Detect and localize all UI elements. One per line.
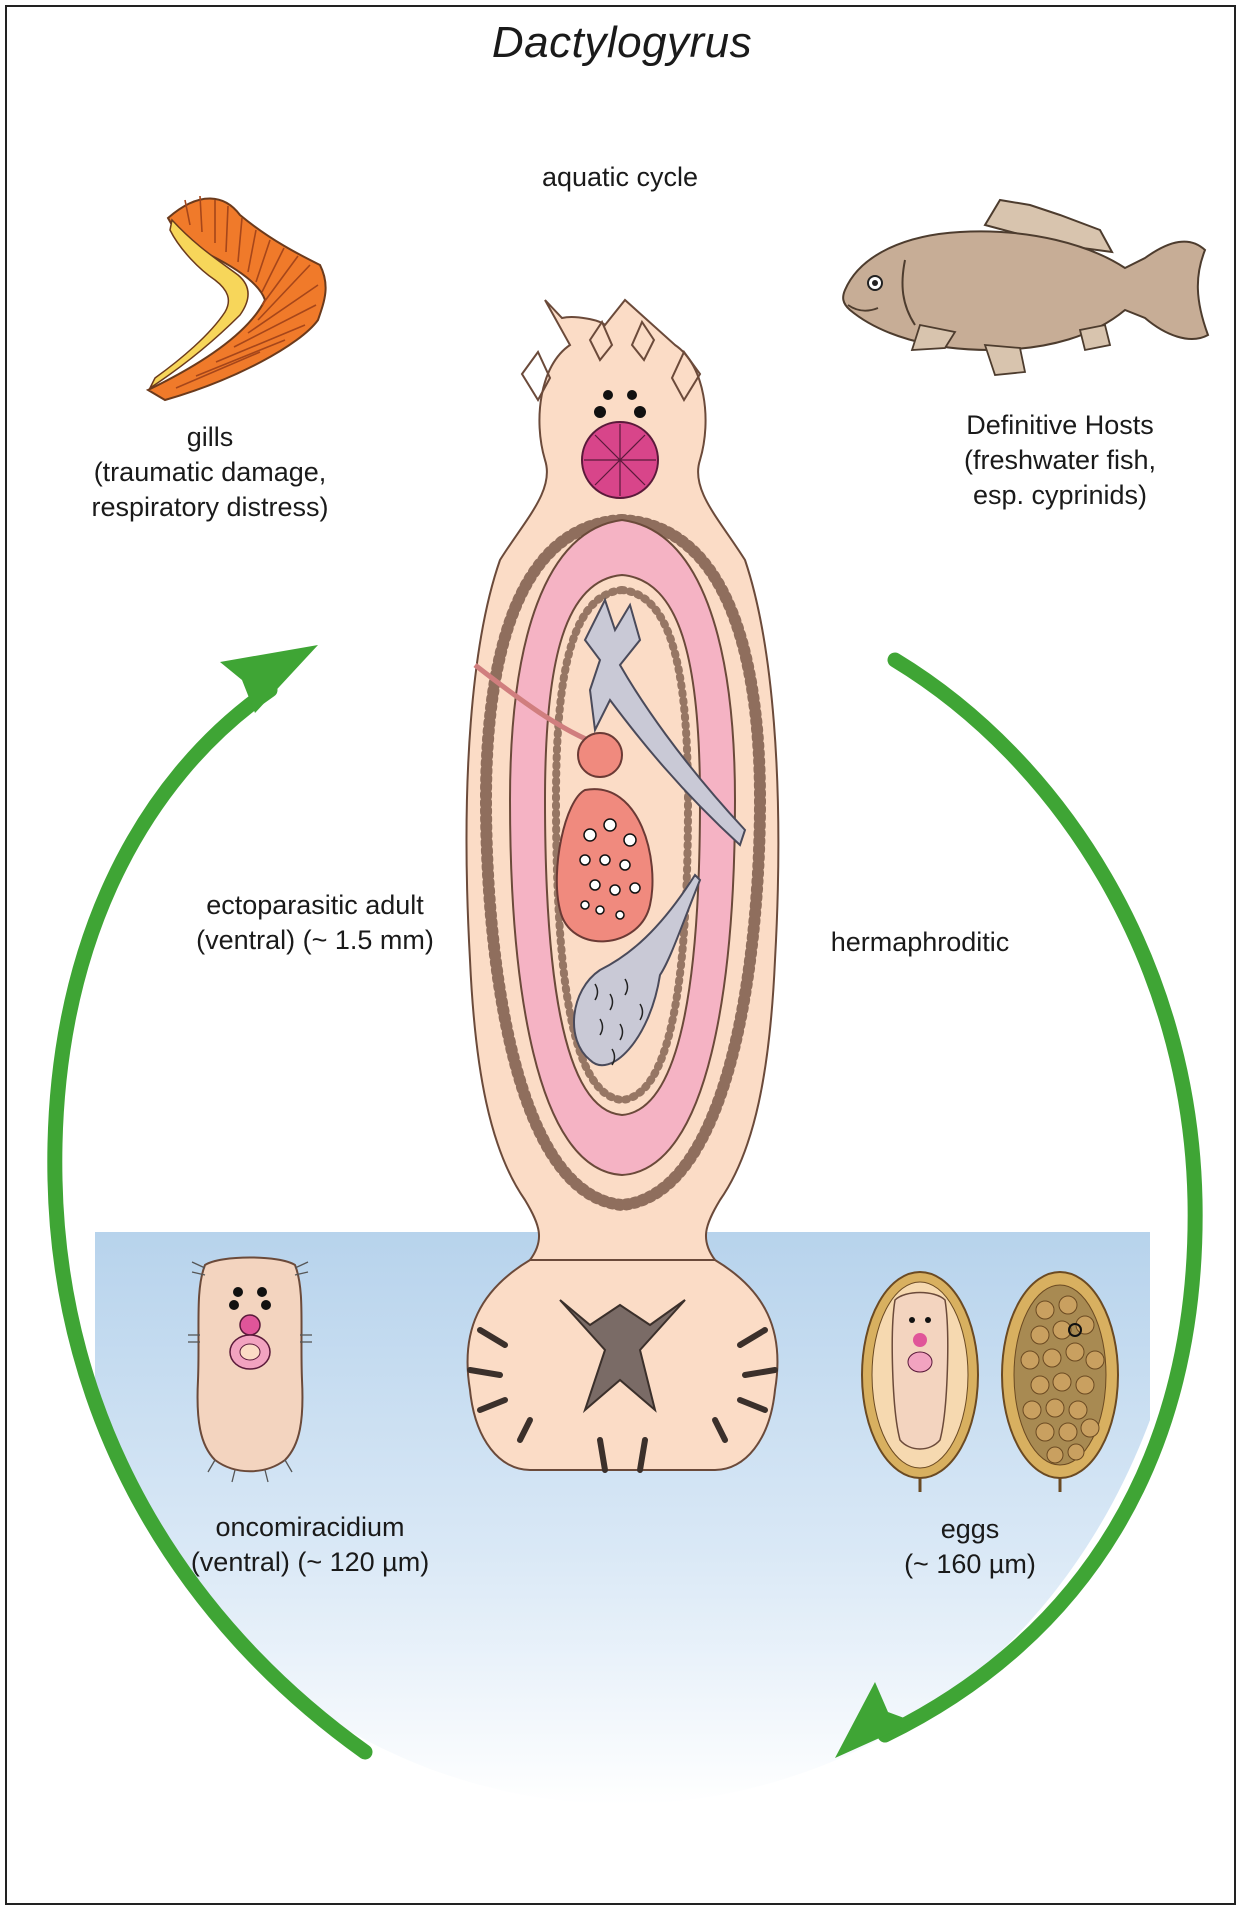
aquatic-cycle-label: aquatic cycle — [470, 160, 770, 195]
eggs-label: eggs (~ 160 µm) — [890, 1512, 1050, 1582]
adult-label: ectoparasitic adult (ventral) (~ 1.5 mm) — [165, 888, 465, 958]
fish-illustration — [843, 200, 1208, 375]
hermaphroditic-label: hermaphroditic — [800, 925, 1040, 960]
oncomiracidium-illustration — [188, 1258, 312, 1483]
adult-worm — [467, 300, 779, 1470]
gills-label: gills (traumatic damage, respiratory dis… — [60, 420, 360, 525]
gill-illustration — [148, 196, 326, 400]
arrowhead-left — [220, 645, 318, 713]
oncomiracidium-label: oncomiracidium (ventral) (~ 120 µm) — [160, 1510, 460, 1580]
definitive-hosts-label: Definitive Hosts (freshwater fish, esp. … — [910, 408, 1210, 513]
diagram-title: Dactylogyrus — [0, 18, 1244, 68]
